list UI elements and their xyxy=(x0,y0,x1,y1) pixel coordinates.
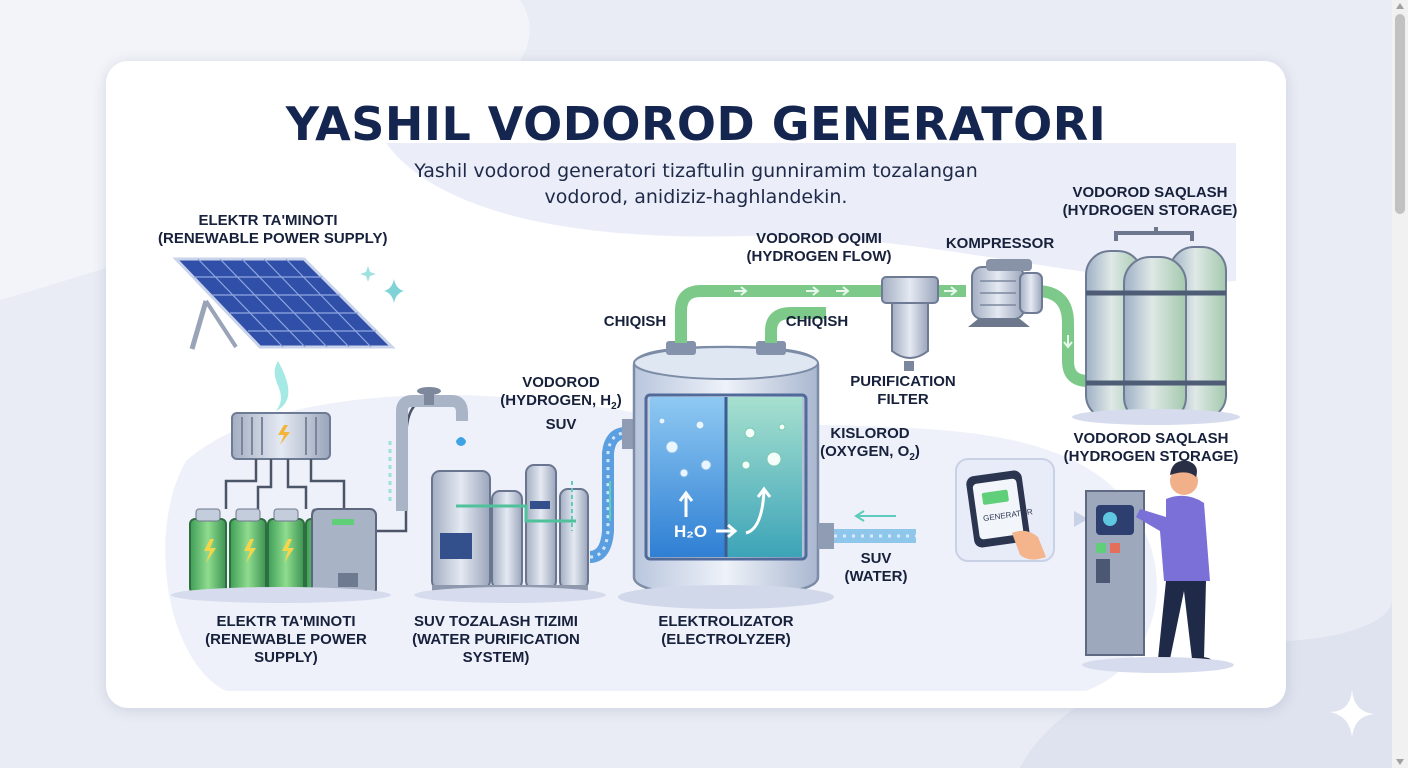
page-title: YASHIL VODOROD GENERATORI xyxy=(285,97,1107,151)
page-scrollbar[interactable] xyxy=(1392,0,1408,768)
sparkle-icon xyxy=(1330,690,1374,738)
label-text: (OXYGEN, O xyxy=(820,443,910,460)
label-line: VODOROD xyxy=(522,374,600,391)
label-line: (HYDROGEN, H2) xyxy=(496,392,626,416)
diagram-card: H₂O xyxy=(106,61,1286,708)
label-line: PURIFICATION xyxy=(850,373,956,390)
label-subscript: 2 xyxy=(611,401,617,412)
label-line: FILTER xyxy=(877,391,929,408)
label-line: SUV TOZALASH TIZIMI xyxy=(414,613,578,630)
label-hydrogen-storage-mid: VODOROD SAQLASH (HYDROGEN STORAGE) xyxy=(1060,430,1242,466)
label-line: SUPPLY) xyxy=(254,649,318,666)
subtitle-line: vodorod, anidiziz-haghlandekin. xyxy=(544,186,848,208)
scrollbar-thumb[interactable] xyxy=(1395,14,1405,214)
label-line: (RENEWABLE POWER SUPPLY) xyxy=(158,230,388,247)
label-text: ) xyxy=(914,443,920,460)
label-purification-filter: PURIFICATION FILTER xyxy=(844,373,962,409)
scroll-up-icon[interactable] xyxy=(1396,3,1404,9)
label-chiqish-left: CHIQISH xyxy=(603,313,667,330)
label-line: KISLOROD xyxy=(830,425,910,442)
label-text: (HYDROGEN, H xyxy=(500,392,612,409)
label-line: ELEKTR TA'MINOTI xyxy=(198,212,338,229)
tablet-icon xyxy=(955,458,1055,562)
electrolyzer-icon xyxy=(632,341,820,597)
label-line: ELEKTR TA'MINOTI xyxy=(216,613,356,630)
label-chiqish-right: CHIQISH xyxy=(785,313,849,330)
label-line: SUV xyxy=(545,416,577,433)
label-line: (WATER) xyxy=(844,568,908,585)
label-hydrogen-flow: VODOROD OQIMI (HYDROGEN FLOW) xyxy=(738,230,900,266)
label-line: ELEKTROLIZATOR xyxy=(658,613,794,630)
label-line: VODOROD OQIMI xyxy=(756,230,882,247)
label-line: (RENEWABLE POWER xyxy=(205,631,367,648)
solar-panel-icon xyxy=(172,257,396,350)
label-water-inlet: SUV (WATER) xyxy=(836,550,916,586)
label-line: (HYDROGEN FLOW) xyxy=(746,248,892,265)
control-panel-icon xyxy=(1085,490,1145,656)
label-text: ) xyxy=(616,392,622,409)
label-water-purification: SUV TOZALASH TIZIMI (WATER PURIFICATION … xyxy=(396,613,596,667)
label-oxygen: KISLOROD (OXYGEN, O2) xyxy=(814,425,926,467)
h2o-label: H₂O xyxy=(674,522,707,541)
label-line: SUV xyxy=(860,550,892,567)
sparkle-icon xyxy=(384,279,404,303)
label-line: VODOROD SAQLASH xyxy=(1072,184,1228,201)
page-subtitle: Yashil vodorod generatori tizaftulin gun… xyxy=(346,158,1046,210)
battery-bank-icon xyxy=(189,508,377,596)
compressor-icon xyxy=(968,259,1043,327)
inverter-icon xyxy=(231,412,331,460)
purification-filter-icon xyxy=(881,276,939,371)
subtitle-line: Yashil vodorod generatori tizaftulin gun… xyxy=(414,160,978,182)
label-compressor: KOMPRESSOR xyxy=(945,235,1055,252)
label-line: VODOROD SAQLASH xyxy=(1073,430,1229,447)
hydrogen-storage-icon xyxy=(1072,227,1240,425)
label-line: (HYDROGEN STORAGE) xyxy=(1063,448,1239,465)
water-tap-icon xyxy=(396,387,468,511)
label-line: (OXYGEN, O2) xyxy=(814,443,926,467)
label-line: SYSTEM) xyxy=(462,649,530,666)
diagram-illustration: H₂O xyxy=(165,143,1240,691)
label-line: (HYDROGEN STORAGE) xyxy=(1062,202,1238,219)
label-hydrogen-storage-top: VODOROD SAQLASH (HYDROGEN STORAGE) xyxy=(1060,184,1240,220)
label-power-supply-top: ELEKTR TA'MINOTI (RENEWABLE POWER SUPPLY… xyxy=(158,212,388,248)
label-power-supply-bottom: ELEKTR TA'MINOTI (RENEWABLE POWER SUPPLY… xyxy=(186,613,386,667)
label-hydrogen: VODOROD (HYDROGEN, H2) SUV xyxy=(496,374,626,434)
label-subscript: 2 xyxy=(909,452,915,463)
label-electrolyzer: ELEKTROLIZATOR (ELECTROLYZER) xyxy=(636,613,816,649)
label-line: (ELECTROLYZER) xyxy=(661,631,791,648)
label-line: (WATER PURIFICATION xyxy=(412,631,580,648)
scroll-down-icon[interactable] xyxy=(1396,759,1404,765)
